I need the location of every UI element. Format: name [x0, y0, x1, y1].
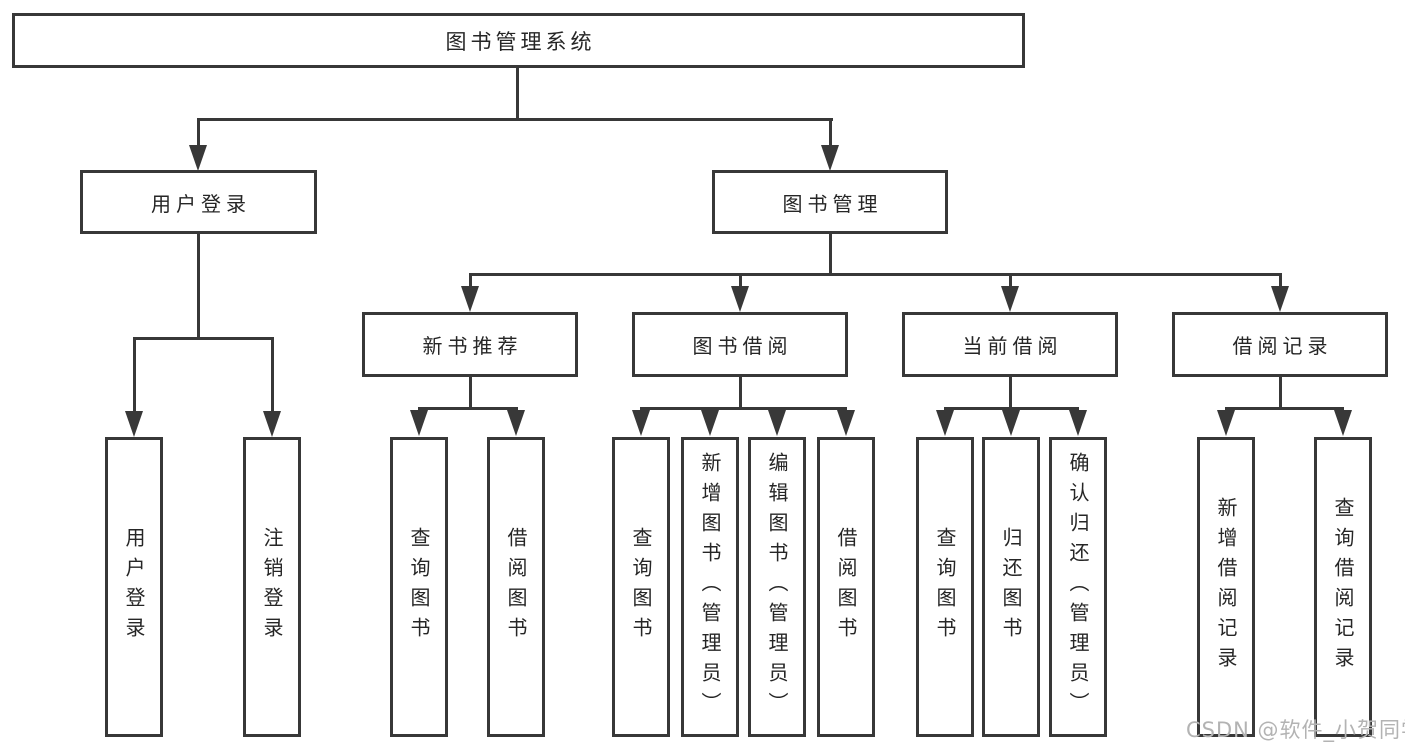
leaf-current-confirm-return-admin: 确认归还（管理员） [1049, 437, 1107, 737]
arrow-down-icon [701, 410, 719, 436]
arrow-down-icon [768, 410, 786, 436]
node-borrow-records: 借阅记录 [1172, 312, 1388, 377]
arrow-down-icon [837, 410, 855, 436]
leaf-records-add-record: 新增借阅记录 [1197, 437, 1255, 737]
csdn-watermark: CSDN @软件_小贺同学 [1186, 718, 1405, 742]
connector-records-stem [1279, 377, 1282, 407]
leaf-borrow-add-books-admin: 新增图书（管理员） [681, 437, 739, 737]
leaf-recommend-query-books: 查询图书 [390, 437, 448, 737]
arrow-down-icon [1334, 410, 1352, 436]
connector-user-leaf-drop [133, 340, 136, 412]
connector-borrow-drop [739, 276, 742, 287]
node-new-book-recommend: 新书推荐 [362, 312, 578, 377]
connector-current-stem [1009, 377, 1012, 407]
arrow-down-icon [731, 286, 749, 312]
connector-records-branch [1225, 407, 1344, 410]
leaf-user-login: 用户登录 [105, 437, 163, 737]
connector-user-login-drop [197, 121, 200, 145]
node-current-borrow: 当前借阅 [902, 312, 1118, 377]
arrow-down-icon [1069, 410, 1087, 436]
connector-logout-leaf-drop [271, 340, 274, 412]
connector-recommend-drop [469, 276, 472, 287]
arrow-down-icon [1001, 286, 1019, 312]
node-library-system: 图书管理系统 [12, 13, 1025, 68]
arrow-down-icon [632, 410, 650, 436]
connector-current-branch [944, 407, 1079, 410]
arrow-down-icon [263, 411, 281, 437]
connector-level3-branch [469, 273, 1282, 276]
leaf-records-query-record: 查询借阅记录 [1314, 437, 1372, 737]
leaf-borrow-borrow-books: 借阅图书 [817, 437, 875, 737]
arrow-down-icon [1002, 410, 1020, 436]
arrow-down-icon [189, 145, 207, 171]
node-book-management: 图书管理 [712, 170, 948, 234]
leaf-borrow-query-books: 查询图书 [612, 437, 670, 737]
arrow-down-icon [936, 410, 954, 436]
arrow-down-icon [410, 410, 428, 436]
connector-borrow-stem [739, 377, 742, 407]
arrow-down-icon [1217, 410, 1235, 436]
connector-level2-branch [197, 118, 833, 121]
connector-current-drop [1009, 276, 1012, 287]
connector-root-stem [516, 68, 519, 121]
leaf-recommend-borrow-books: 借阅图书 [487, 437, 545, 737]
leaf-current-return-books: 归还图书 [982, 437, 1040, 737]
connector-book-mgmt-stem [829, 234, 832, 273]
leaf-current-query-books: 查询图书 [916, 437, 974, 737]
connector-recommend-stem [469, 377, 472, 407]
connector-user-stem [197, 234, 200, 337]
node-user-login: 用户登录 [80, 170, 317, 234]
leaf-borrow-edit-books-admin: 编辑图书（管理员） [748, 437, 806, 737]
arrow-down-icon [1271, 286, 1289, 312]
arrow-down-icon [461, 286, 479, 312]
arrow-down-icon [125, 411, 143, 437]
connector-records-drop [1279, 276, 1282, 287]
arrow-down-icon [507, 410, 525, 436]
connector-user-branch [133, 337, 274, 340]
connector-borrow-branch [640, 407, 847, 410]
node-book-borrow: 图书借阅 [632, 312, 848, 377]
arrow-down-icon [821, 145, 839, 171]
leaf-logout: 注销登录 [243, 437, 301, 737]
connector-book-mgmt-drop [829, 121, 832, 145]
connector-recommend-branch [418, 407, 518, 410]
